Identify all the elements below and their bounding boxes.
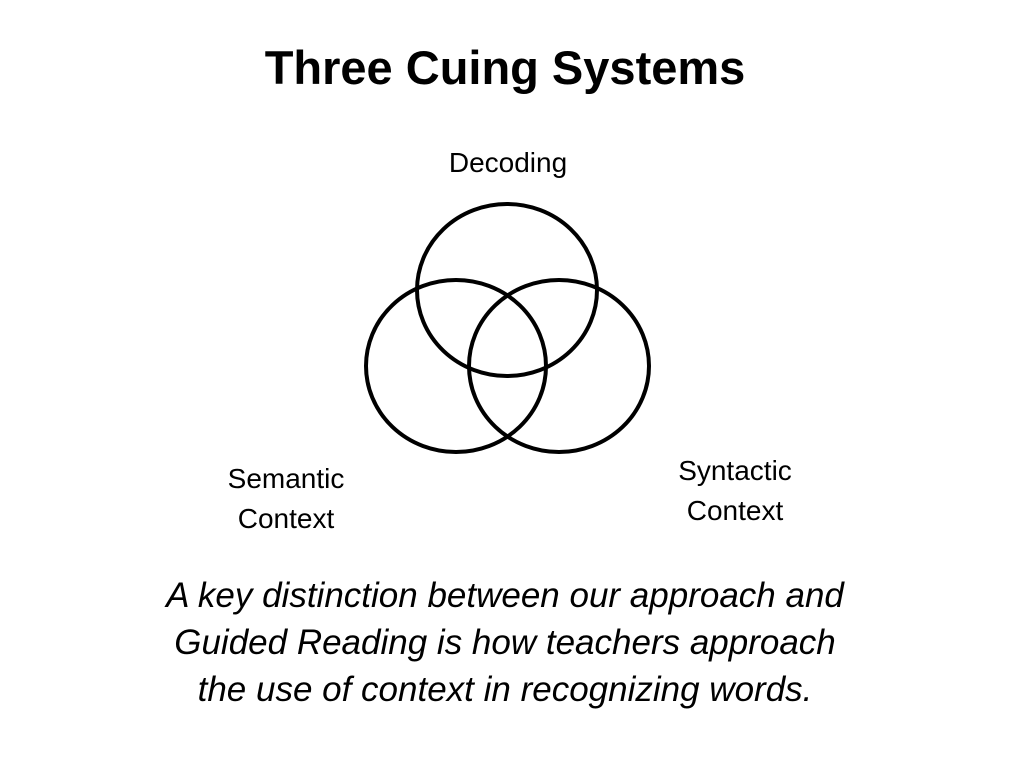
- semantic-label-line: Context: [237, 503, 335, 534]
- slide-title: Three Cuing Systems: [264, 41, 746, 94]
- semantic-label-line: Semantic: [227, 463, 345, 494]
- decoding-label: Decoding: [448, 147, 568, 178]
- caption-line: the use of context in recognizing words.: [197, 670, 813, 709]
- syntactic-context-label: Syntactic Context: [640, 451, 830, 531]
- syntactic-circle: [467, 278, 651, 454]
- syntactic-label-line: Syntactic: [678, 455, 792, 486]
- semantic-circle: [364, 278, 548, 454]
- decoding-circle: [415, 202, 599, 378]
- caption: A key distinction between our approach a…: [70, 572, 940, 713]
- semantic-context-label: Semantic Context: [196, 459, 376, 539]
- caption-line: Guided Reading is how teachers approach: [174, 623, 836, 662]
- caption-line: A key distinction between our approach a…: [166, 576, 844, 615]
- syntactic-label-line: Context: [686, 495, 784, 526]
